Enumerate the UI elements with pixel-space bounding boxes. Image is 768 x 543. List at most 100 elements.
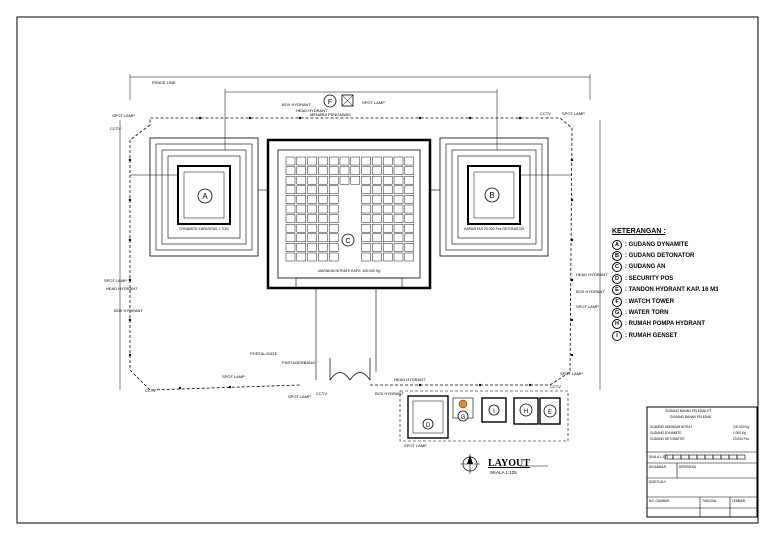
pallet-cell xyxy=(296,243,307,252)
pallet-cell xyxy=(307,243,317,252)
label-head-hydrant-2: HEAD HYDRANT xyxy=(106,286,138,291)
tb-cell-b: DIPERIKSA xyxy=(679,465,697,469)
sheet-border xyxy=(16,16,759,524)
pallet-cell xyxy=(328,252,339,262)
pallet-cell xyxy=(393,204,404,214)
pallet-cell xyxy=(318,204,328,214)
pallet-cell xyxy=(361,214,371,223)
pallet-cell xyxy=(285,185,296,195)
pallet-cell xyxy=(285,195,296,204)
pallet-cell xyxy=(350,156,361,166)
marker-c-group: C xyxy=(341,233,355,247)
marker-h: H xyxy=(524,409,528,415)
tb-val1: 100.000 Kg xyxy=(733,425,750,429)
caption-a: DYNAMITE KAPASITAS 1 TON xyxy=(179,227,229,231)
pallet-cell xyxy=(372,175,382,185)
pallet-cell xyxy=(328,156,339,166)
access-lines xyxy=(130,174,572,380)
building-a: A xyxy=(149,137,259,257)
pallet-cell xyxy=(382,166,393,175)
pallet-cell xyxy=(372,204,382,214)
label-head-hydrant-1: HEAD HYDRANT xyxy=(296,108,328,113)
pallet-cell xyxy=(285,233,296,243)
tb-cell-c: DISETUJUI xyxy=(649,480,666,484)
pallet-cell xyxy=(393,252,404,262)
pallet-cell xyxy=(382,195,393,204)
pallet-cell xyxy=(382,233,393,243)
tb-line2: GUDANG DYNAMITE xyxy=(650,431,681,435)
pallet-cell xyxy=(382,185,393,195)
pallet-cell xyxy=(361,166,371,175)
label-spot-lamp-1: SPOT LAMP xyxy=(112,113,135,118)
tandon-hydrant: E xyxy=(539,397,561,425)
legend-label-h: : RUMAH POMPA HYDRANT xyxy=(625,321,705,328)
tb-skala: SKALA 1:125 xyxy=(649,455,668,459)
pallet-cell xyxy=(328,214,339,223)
pallet-cell xyxy=(361,223,371,233)
label-spot-lamp-8: SPOT LAMP xyxy=(404,443,427,448)
pallet-cell xyxy=(372,243,382,252)
pallet-cell xyxy=(393,156,404,166)
label-spot-lamp-4: SPOT LAMP xyxy=(104,278,127,283)
pallet-cell xyxy=(404,214,415,223)
pallet-cell xyxy=(307,204,317,214)
tb-cell-f: LEMBAR xyxy=(732,499,746,503)
building-d: D xyxy=(407,395,449,439)
pallet-cell xyxy=(318,233,328,243)
label-cctv-5: CCTV xyxy=(550,384,561,389)
legend-item-c: C: GUDANG AN xyxy=(612,262,762,273)
pallet-cell xyxy=(296,214,307,223)
pallet-cell xyxy=(328,185,339,195)
pallet-cell xyxy=(318,166,328,175)
pallet-cell xyxy=(296,223,307,233)
watch-tower: F xyxy=(323,94,354,108)
label-spot-lamp-3: SPOT LAMP xyxy=(362,100,385,105)
pallet-cell xyxy=(296,156,307,166)
legend-badge-e: E xyxy=(612,285,622,296)
layout-title: LAYOUT xyxy=(488,458,530,469)
pallet-cell xyxy=(307,175,317,185)
pallet-cell xyxy=(296,233,307,243)
fence-posts xyxy=(128,116,574,390)
legend-badge-g: G xyxy=(612,308,622,319)
label-box-hydrant-4: BOX HYDRANT xyxy=(375,391,404,396)
pallet-cell xyxy=(361,175,371,185)
legend-title: KETERANGAN : xyxy=(612,228,666,235)
pallet-cell xyxy=(307,156,317,166)
marker-e: E xyxy=(548,410,552,416)
legend-badge-b: B xyxy=(612,251,622,262)
pallet-cell xyxy=(393,223,404,233)
legend-item-h: H: RUMAH POMPA HYDRANT xyxy=(612,319,762,330)
pallet-cell xyxy=(404,204,415,214)
pallet-cell xyxy=(296,252,307,262)
layout-scale: SKALA 1:125 xyxy=(490,470,517,475)
pallet-cell xyxy=(339,156,350,166)
pallet-cell xyxy=(307,185,317,195)
fence-line xyxy=(129,117,573,391)
pallet-cell xyxy=(393,166,404,175)
pallet-cell xyxy=(328,175,339,185)
pallet-grid xyxy=(285,156,415,262)
pallet-cell xyxy=(372,166,382,175)
pallet-cell xyxy=(404,156,415,166)
pallet-cell xyxy=(404,166,415,175)
legend-label-g: : WATER TORN xyxy=(625,310,669,317)
pallet-cell xyxy=(372,195,382,204)
utility-area xyxy=(399,390,569,442)
pallet-cell xyxy=(404,185,415,195)
pallet-cell xyxy=(296,166,307,175)
title-block xyxy=(646,406,758,518)
marker-a: A xyxy=(202,192,208,201)
pallet-cell xyxy=(285,175,296,185)
legend: KETERANGAN : A: GUDANG DYNAMITE B: GUDAN… xyxy=(612,228,762,342)
tb-cell-e: TANGGAL xyxy=(702,499,717,503)
pallet-cell xyxy=(285,166,296,175)
pallet-cell xyxy=(296,185,307,195)
label-head-hydrant-4: HEAD HYDRANT xyxy=(394,377,426,382)
pallet-cell xyxy=(318,175,328,185)
label-cctv-1: CCTV xyxy=(110,126,121,131)
pallet-cell xyxy=(318,156,328,166)
label-spot-lamp-2: SPOT LAMP xyxy=(562,111,585,116)
legend-label-c: : GUDANG AN xyxy=(625,264,666,271)
